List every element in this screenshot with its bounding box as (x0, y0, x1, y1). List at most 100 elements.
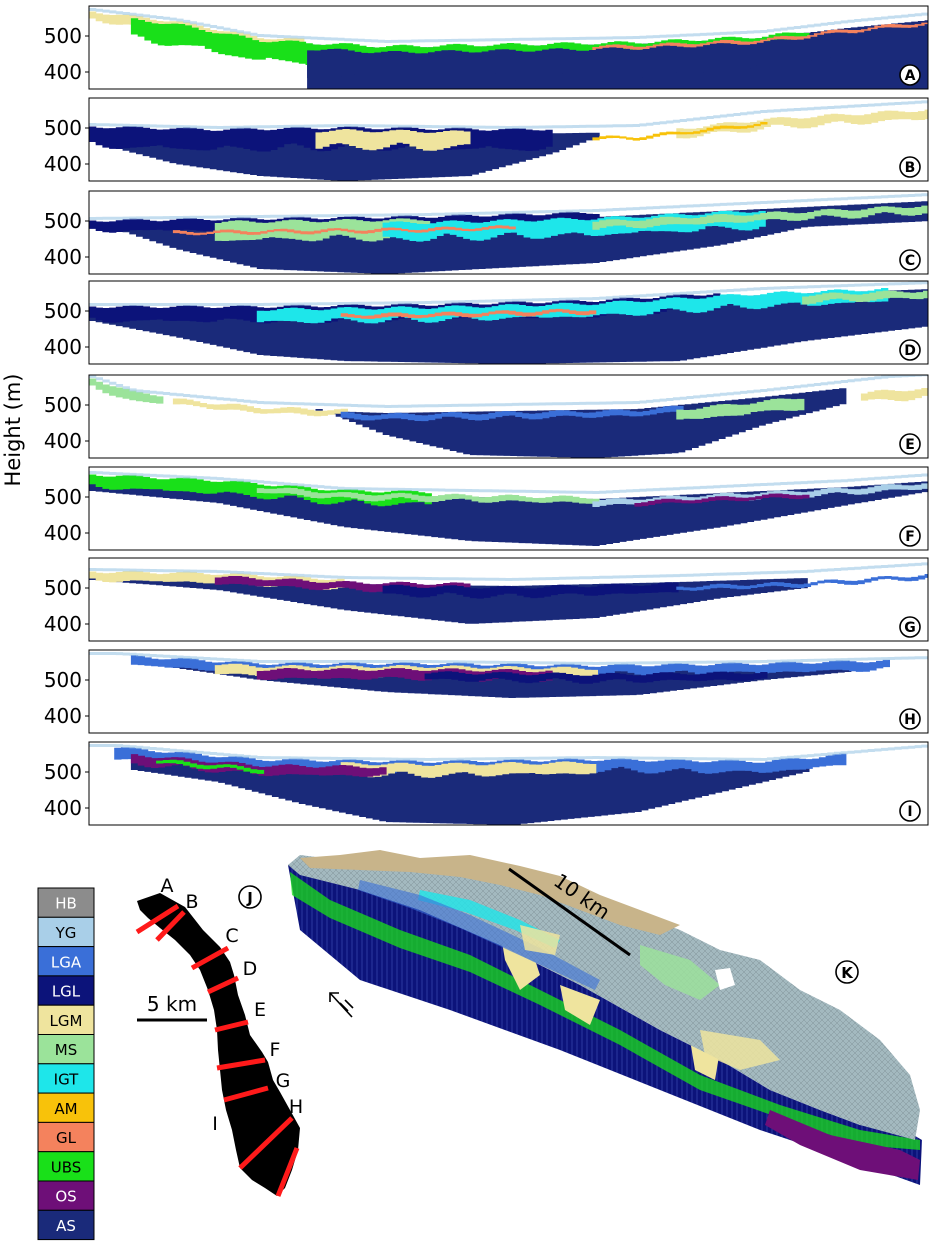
y-tick-label: 500 (44, 393, 82, 417)
layer-band (592, 204, 928, 230)
section-lines (135, 903, 300, 1197)
map-letter-h: H (289, 1096, 303, 1118)
block-side-strata-os (765, 1110, 920, 1180)
y-tick-label: 500 (44, 668, 82, 692)
panel-frame (88, 741, 929, 826)
panel-label-circle (899, 339, 921, 361)
y-tick-label: 400 (44, 796, 82, 820)
legend-label-igt: IGT (54, 1070, 80, 1088)
legend-swatch-as (37, 1209, 95, 1241)
section-line-g (223, 1085, 269, 1103)
legend-swatch-gl (37, 1121, 95, 1153)
layer-band (340, 761, 597, 778)
valley-outline (137, 893, 300, 1196)
panel-label-H: H (904, 712, 916, 728)
panel-label-C: C (905, 253, 915, 269)
legend-label-as: AS (56, 1217, 76, 1235)
y-tick-label: 400 (44, 429, 82, 453)
legend-label-os: OS (55, 1188, 76, 1206)
layer-band (382, 582, 679, 599)
layer-yg (89, 100, 928, 129)
legend-swatch-ms (37, 1034, 95, 1065)
layer-band (214, 576, 471, 593)
panel-label-circle (899, 800, 921, 822)
panel-frame (88, 190, 929, 275)
layer-yg (89, 744, 928, 761)
y-tick-label: 500 (44, 116, 82, 140)
panel-label-E: E (905, 437, 915, 453)
layer-band (592, 122, 768, 141)
layer-as (315, 388, 847, 458)
y-tick-label: 500 (44, 24, 82, 48)
layer-yg (89, 652, 928, 665)
layer-yg (89, 375, 928, 408)
layer-band (676, 574, 928, 591)
panel-label-circle (899, 616, 921, 638)
map-letter-g: G (276, 1070, 291, 1092)
map-letter-c: C (225, 925, 238, 947)
cross-section-panel-G: 500 400 G (44, 557, 929, 642)
map-letter-b: B (185, 891, 198, 913)
y-tick-label: 500 (44, 209, 82, 233)
block-model-3d: 10 km K (288, 850, 922, 1185)
panel-label-circle (835, 960, 859, 984)
legend-swatch-lgm (37, 1004, 95, 1036)
panel-label-circle (899, 433, 921, 455)
cross-section-panel-F: 500 400 F (44, 466, 929, 551)
section-line-f (216, 1057, 266, 1071)
legend-label-ubs: UBS (51, 1158, 82, 1176)
y-tick-label: 400 (44, 335, 82, 359)
block-top-texture (288, 855, 920, 1140)
section-line-e (214, 1019, 249, 1033)
section-line-b (155, 910, 186, 942)
legend-label-am: AM (54, 1100, 77, 1118)
panel-label-circle (238, 885, 262, 909)
panel-frame (88, 466, 929, 551)
y-tick-label: 500 (44, 576, 82, 600)
layer-band (634, 493, 810, 507)
legend-label-gl: GL (56, 1129, 77, 1147)
y-tick-label: 400 (44, 704, 82, 728)
block-ridge-ms (640, 945, 720, 1000)
block-lga-strip (358, 880, 600, 990)
panel-label-circle (899, 249, 921, 271)
panel-label-D: D (904, 343, 916, 359)
section-line-c (190, 945, 230, 971)
section-line-h (238, 1116, 294, 1170)
panel-label-G: G (904, 620, 916, 636)
block-hole (715, 968, 735, 990)
y-tick-label: 400 (44, 521, 82, 545)
panel-label-circle (899, 156, 921, 178)
cross-section-panel-E: 500 400 E (44, 374, 929, 459)
y-tick-label: 500 (44, 299, 82, 323)
layer-band (424, 671, 768, 684)
legend-swatch-yg (37, 916, 95, 948)
y-axis-label: Height (m) (1, 374, 25, 487)
y-tick-label: 500 (44, 760, 82, 784)
layer-band (307, 24, 928, 82)
layer-band (172, 398, 348, 417)
scale-bar-10km (508, 867, 631, 957)
section-line-a (135, 903, 180, 935)
scale-label-5km: 5 km (147, 992, 197, 1016)
panel-frame (88, 5, 929, 90)
legend-swatch-lgl (37, 975, 95, 1006)
y-tick-label: 400 (44, 60, 82, 84)
legend-swatch-igt (37, 1063, 95, 1094)
panel-label-F: F (905, 529, 915, 545)
section-line-i (275, 1147, 300, 1197)
block-ridge-lgm (300, 850, 680, 935)
panel-label-circle (899, 708, 921, 730)
layer-band (156, 759, 265, 774)
layer-band (89, 378, 164, 404)
panel-frame (88, 649, 929, 734)
legend-label-lgm: LGM (50, 1012, 83, 1030)
y-tick-label: 500 (44, 485, 82, 509)
y-tick-label: 400 (44, 612, 82, 636)
legend-label-ms: MS (55, 1041, 77, 1059)
layer-band (340, 308, 597, 319)
panel-frame (88, 280, 929, 365)
